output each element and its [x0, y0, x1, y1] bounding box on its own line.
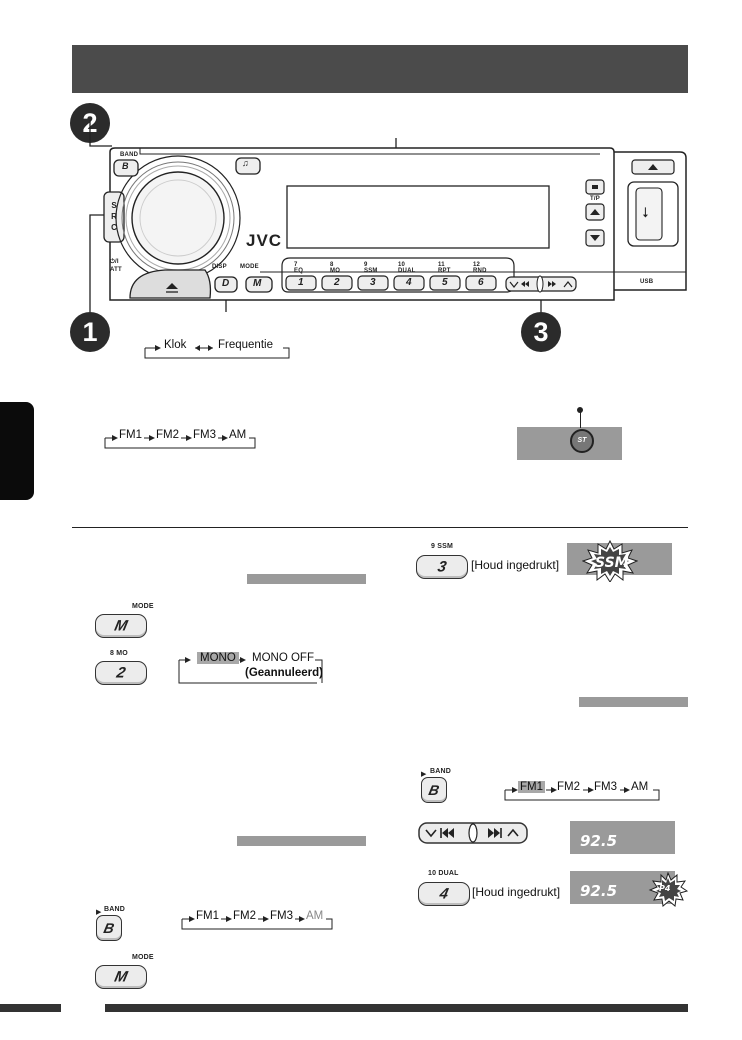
preset-burst-icon [648, 872, 688, 907]
disp-key: D [222, 278, 230, 289]
mo-key: 2 [95, 661, 147, 685]
band-key: B [122, 161, 129, 171]
jvc-logo: JVC [246, 231, 283, 250]
band-label-left: BAND [104, 906, 126, 913]
band-key-right: B [421, 777, 447, 803]
mono-cancelled: (Geannuleerd) [245, 667, 323, 679]
ssm-burst-icon [582, 540, 638, 582]
mono-highlight: MONO [197, 652, 239, 664]
dual-label: 10 DUAL [428, 870, 459, 877]
dual-key: 4 [418, 882, 470, 906]
band-cycle-top-fm1: FM1 [119, 429, 142, 441]
mode-key-left-2: M [95, 965, 147, 989]
frequency-label: Frequentie [218, 339, 273, 351]
usb-panel [614, 151, 687, 291]
right-highlight-bar [579, 697, 688, 707]
ssm-key: 3 [416, 555, 468, 579]
st-dot [577, 407, 583, 413]
left-highlight-bar-1 [247, 574, 366, 584]
volume-dial [131, 171, 225, 265]
st-display [517, 427, 622, 460]
language-side-tab [0, 402, 34, 500]
band-label-right: BAND [430, 768, 452, 775]
eject-button [129, 269, 212, 299]
mode-label: MODE [240, 264, 259, 270]
freq-value: 92.5 [580, 832, 618, 850]
freq-value-2: 92.5 [580, 882, 618, 900]
band-button [113, 159, 139, 177]
band-left-fm3: FM3 [270, 910, 293, 922]
band-left-fm2: FM2 [233, 910, 256, 922]
footer-bar-right [105, 1004, 688, 1012]
step-1-marker: 1 [70, 312, 110, 352]
band-right-am: AM [631, 781, 649, 793]
car-stereo-faceplate [89, 120, 687, 312]
usb-icon: ⭣ [642, 204, 649, 220]
sound-icon: ♫ [242, 158, 249, 168]
mono-cycle-diagram [178, 657, 323, 684]
leader-src [89, 214, 104, 312]
mono-off: MONO OFF [252, 652, 314, 664]
mo-label: 8 MO [110, 650, 128, 657]
band-right-fm1: FM1 [518, 781, 545, 793]
freq-display [570, 821, 675, 854]
band-label: BAND [120, 152, 139, 158]
band-cycle-top-fm3: FM3 [193, 429, 216, 441]
band-left-am: AM [306, 910, 324, 922]
clock-cycle-diagram [144, 345, 290, 359]
usb-slot [635, 187, 663, 241]
band-right-fm2: FM2 [557, 781, 580, 793]
sound-button [235, 157, 261, 175]
mode-label-left-2: MODE [132, 954, 154, 961]
skip-key [418, 822, 528, 844]
att-label: ⏻/I ATT [110, 259, 122, 273]
band-right-fm3: FM3 [594, 781, 617, 793]
dual-hold-label: [Houd ingedrukt] [472, 885, 561, 899]
band-cycle-top-am: AM [229, 429, 247, 441]
leader-band [89, 120, 112, 147]
ssm-label: 9 SSM [431, 543, 454, 550]
ssm-badge: SSM [595, 555, 629, 571]
preset-buttons [285, 275, 497, 291]
mode-button [245, 276, 273, 293]
src-button [103, 191, 125, 243]
usb-label: USB [640, 279, 654, 285]
clock-label: Klok [164, 339, 187, 351]
preset-badge: P4 [659, 884, 671, 893]
st-badge: ST [570, 429, 594, 453]
band-cycle-top-fm2: FM2 [156, 429, 179, 441]
band-pointer-left: ▶ [96, 909, 102, 916]
st-leader [580, 410, 581, 428]
mode-label-left: MODE [132, 603, 154, 610]
disp-button [214, 276, 238, 293]
band-cycle-left [181, 916, 333, 930]
lcd-display [286, 185, 550, 249]
band-key-left: B [96, 915, 122, 941]
left-highlight-bar-2 [237, 836, 366, 846]
band-cycle-top [104, 435, 256, 449]
band-cycle-right [504, 787, 660, 801]
ssm-hold-label: [Houd ingedrukt] [471, 558, 560, 572]
step-3-marker: 3 [521, 312, 561, 352]
mode-key-left: M [95, 614, 147, 638]
section-divider [72, 527, 688, 528]
footer-bar-left [0, 1004, 61, 1012]
band-left-fm1: FM1 [196, 910, 219, 922]
band-pointer-right: ▶ [421, 771, 427, 778]
header-bar [72, 45, 688, 93]
tp-label: T/P [590, 196, 600, 202]
disp-label: DISP [212, 264, 227, 270]
mode-key: M [253, 278, 262, 289]
